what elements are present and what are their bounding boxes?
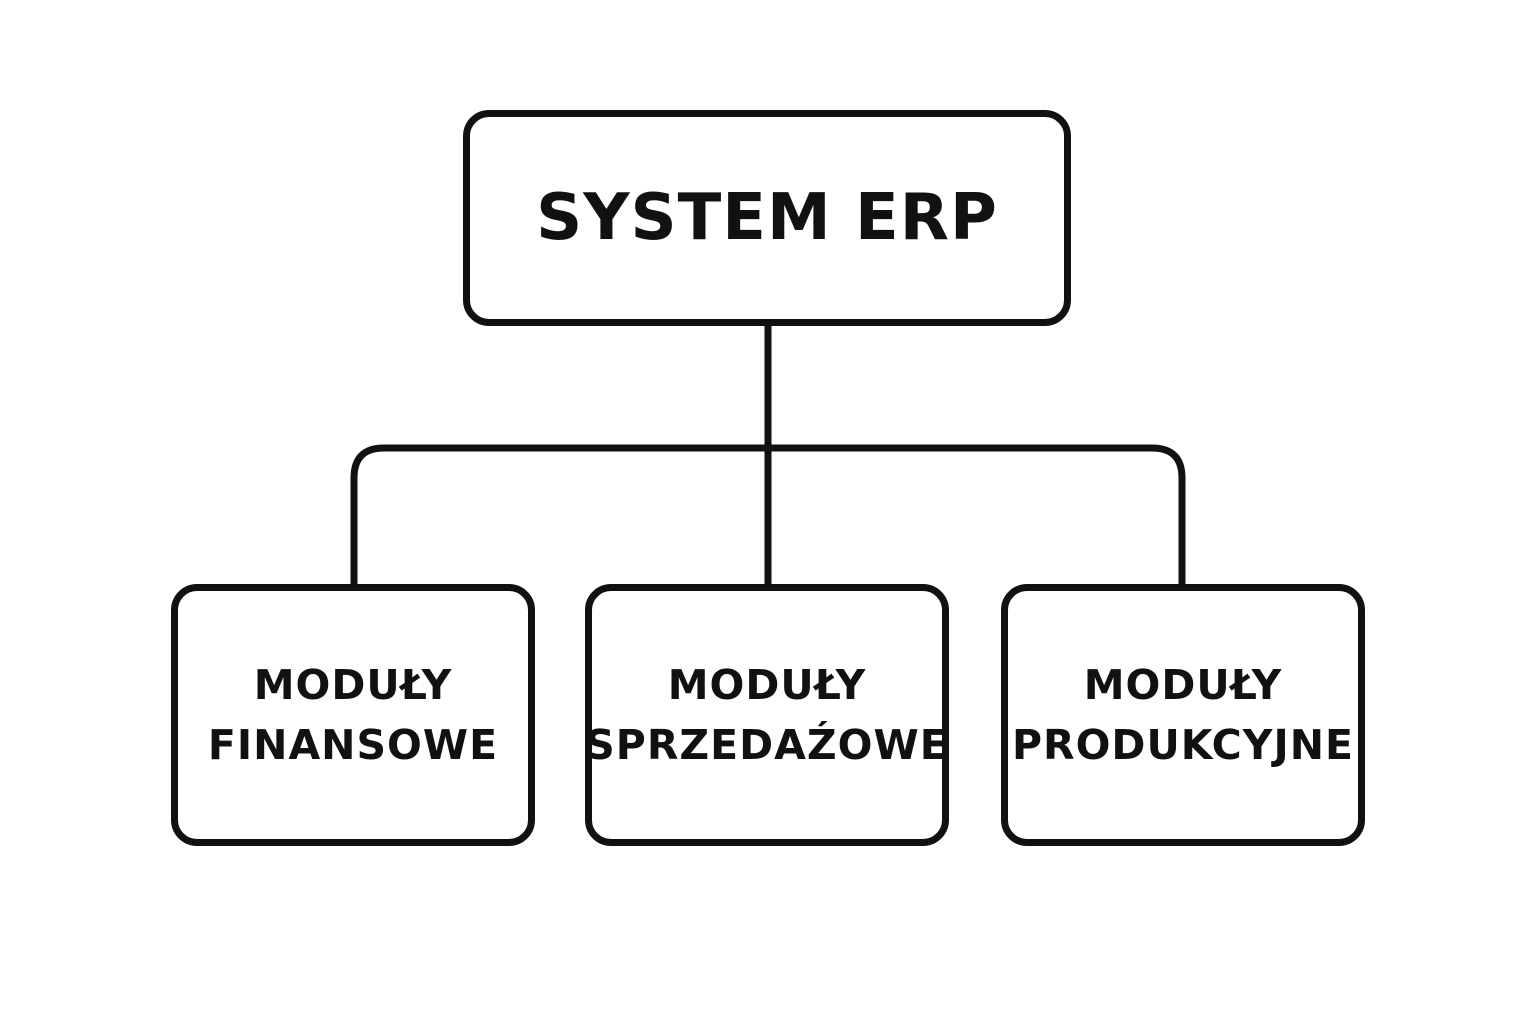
child-node-label-line2: PRODUKCYJNE <box>1011 721 1355 769</box>
child-node-label-line2: SPRZEDAŹOWE <box>585 721 949 769</box>
root-node-label: SYSTEM ERP <box>536 181 998 255</box>
child-node-label-line1: MODUŁY <box>667 661 867 709</box>
child-node-sales: MODUŁY SPRZEDAŹOWE <box>585 584 949 846</box>
child-node-financial: MODUŁY FINANSOWE <box>171 584 535 846</box>
child-node-production: MODUŁY PRODUKCYJNE <box>1001 584 1365 846</box>
child-node-label-line1: MODUŁY <box>253 661 453 709</box>
child-node-label-line1: MODUŁY <box>1083 661 1283 709</box>
root-node-box: SYSTEM ERP <box>463 110 1071 326</box>
child-node-label-line2: FINANSOWE <box>207 721 499 769</box>
connector-bus <box>350 444 1186 584</box>
